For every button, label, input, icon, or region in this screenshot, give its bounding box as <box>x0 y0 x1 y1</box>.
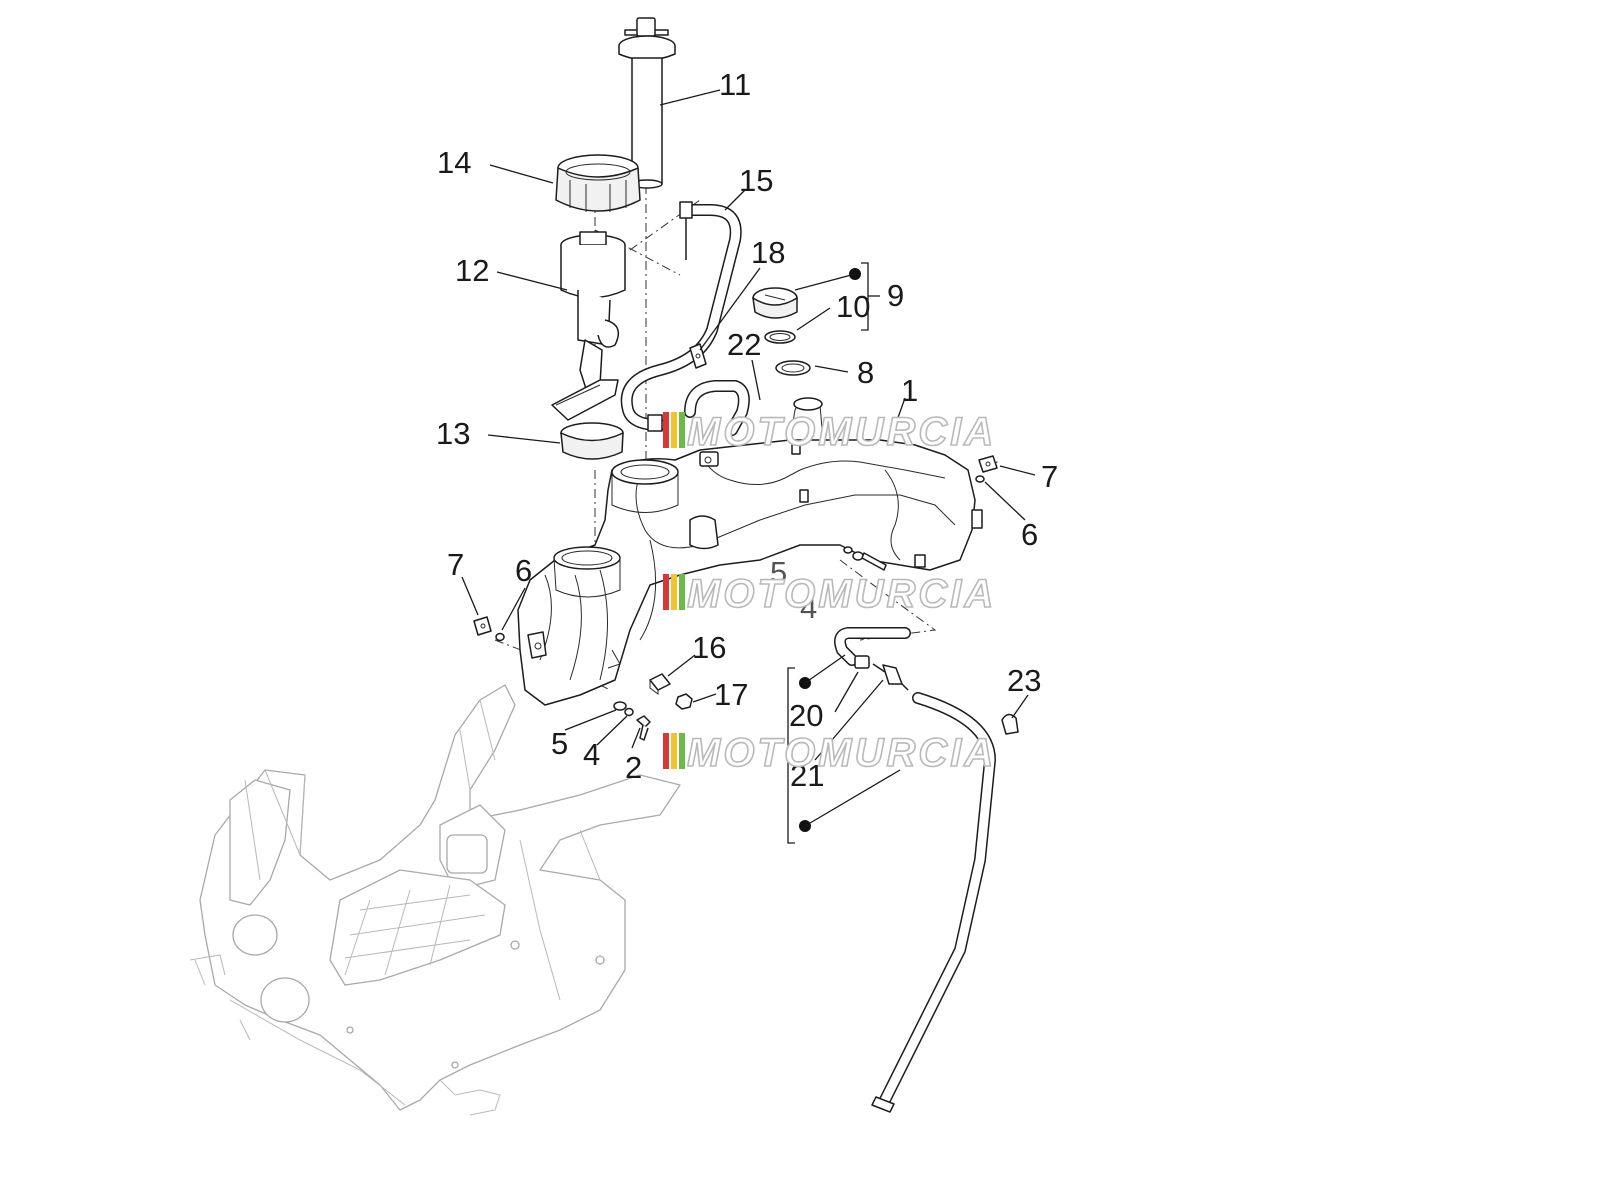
part-8-filler-ring <box>775 360 811 376</box>
watermark-text: MOTOMURCIA <box>687 572 996 616</box>
part-23-hose-clip <box>1001 713 1019 735</box>
part-22-breather-hose <box>684 380 750 436</box>
callout-6-right: 6 <box>1021 517 1038 552</box>
part-20-elbow-hose <box>834 627 911 669</box>
callout-14: 14 <box>437 145 471 180</box>
callout-9: 9 <box>887 278 904 313</box>
part-15-fuel-hose <box>620 201 742 432</box>
part-4-washer <box>624 707 634 717</box>
part-1-fuel-tank <box>517 397 983 706</box>
callout-22: 22 <box>727 327 761 362</box>
callout-13: 13 <box>436 416 470 451</box>
watermark-stripe <box>671 412 677 448</box>
callout-4-mid: 4 <box>800 590 817 625</box>
watermark-text: MOTOMURCIA <box>687 731 996 775</box>
part-21-inline-valve <box>872 663 909 691</box>
watermark-top: MOTOMURCIA <box>663 409 996 455</box>
kit-bracket-21 <box>787 667 795 844</box>
callout-8: 8 <box>857 355 874 390</box>
callout-5: 5 <box>551 726 568 761</box>
callout-16: 16 <box>692 630 726 665</box>
callout-12: 12 <box>455 253 489 288</box>
callout-5-mid: 5 <box>770 555 787 590</box>
watermark-stripe <box>671 733 677 769</box>
callout-7-left: 7 <box>447 547 464 582</box>
callout-11: 11 <box>719 67 751 102</box>
callout-23: 23 <box>1007 663 1041 698</box>
callout-20: 20 <box>789 698 823 733</box>
part-5-washer <box>613 701 627 711</box>
part-10-cap-gasket <box>764 330 796 344</box>
part-2-bolt <box>636 715 651 741</box>
watermark-text: MOTOMURCIA <box>687 410 996 454</box>
callout-6-left: 6 <box>515 553 532 588</box>
callout-15: 15 <box>739 163 773 198</box>
hardware-left-7 <box>473 616 492 636</box>
hardware-right-7 <box>978 455 998 473</box>
leader-lines <box>461 89 1036 827</box>
part-21-long-hose <box>871 692 997 1113</box>
hardware-mid-washers <box>843 546 887 571</box>
watermark-stripe <box>679 574 685 610</box>
part-12-fuel-pump <box>551 231 626 421</box>
callout-18: 18 <box>751 235 785 270</box>
part-17-nut <box>675 693 693 710</box>
part-16-spacer <box>649 673 671 695</box>
part-14-lock-ring <box>555 154 641 212</box>
callout-2: 2 <box>625 750 642 785</box>
hardware-right-6 <box>975 475 985 483</box>
callout-10: 10 <box>836 289 870 324</box>
watermark-middle: MOTOMURCIA <box>663 571 996 617</box>
watermark-stripe <box>663 574 669 610</box>
callout-17: 17 <box>714 677 748 712</box>
watermark-stripe <box>663 733 669 769</box>
callout-labels: 11 14 15 18 12 9 10 22 8 1 13 7 6 7 6 5 … <box>436 67 1058 793</box>
watermark-stripe <box>679 412 685 448</box>
part-18-clip <box>689 343 707 369</box>
watermark-stripe <box>663 412 669 448</box>
callout-21: 21 <box>790 758 824 793</box>
kit-bracket-9 <box>861 262 880 331</box>
watermark-bottom: MOTOMURCIA <box>663 730 996 776</box>
watermark-stripe <box>671 574 677 610</box>
part-9-filler-cap <box>752 287 798 319</box>
callout-4: 4 <box>583 737 600 772</box>
hardware-left-6 <box>495 632 505 642</box>
part-13-pump-seal <box>560 422 624 460</box>
chassis-frame <box>189 684 681 1116</box>
callout-1: 1 <box>901 373 918 408</box>
callout-7-right: 7 <box>1041 459 1058 494</box>
watermark-stripe <box>679 733 685 769</box>
